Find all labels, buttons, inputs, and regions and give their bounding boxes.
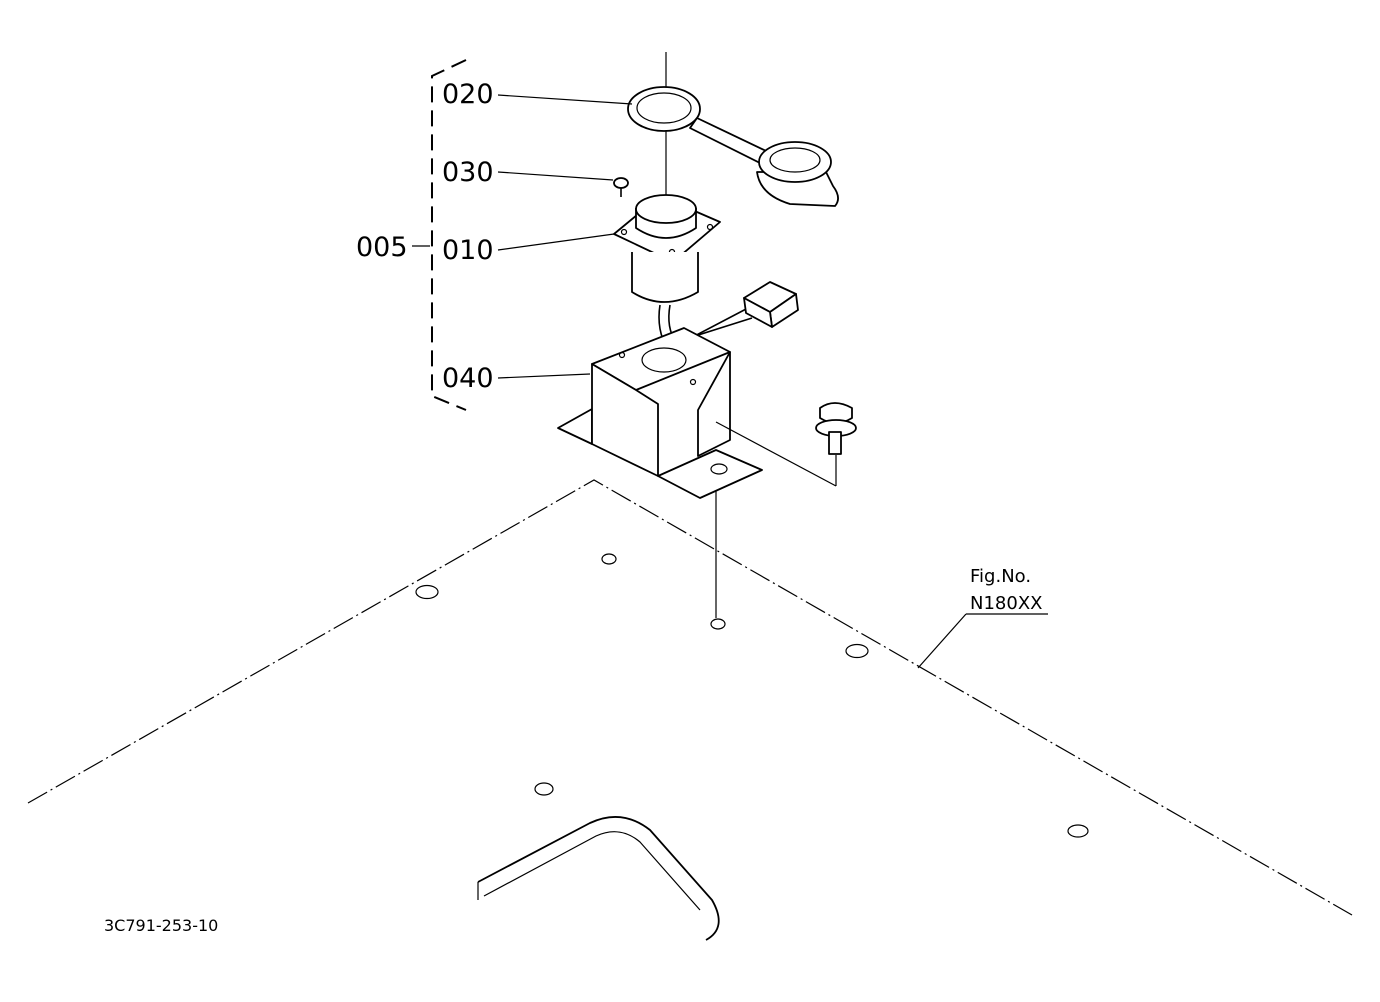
wire-harness — [658, 281, 799, 352]
base-panel — [27, 479, 1353, 941]
drawing-number: 3C791-253-10 — [104, 916, 218, 935]
panel-hole — [845, 643, 869, 659]
bracket-part — [557, 327, 763, 499]
sensor-part — [613, 194, 721, 303]
figure-ref-label: Fig.No. — [970, 566, 1031, 587]
panel-hole — [710, 618, 726, 630]
cap-strap-part — [627, 86, 839, 207]
figure-ref-number: N180XX — [970, 593, 1042, 614]
callout-005: 005 — [356, 232, 408, 263]
callout-020: 020 — [442, 79, 494, 110]
panel-hole — [1067, 824, 1089, 838]
panel-hole — [601, 553, 617, 565]
panel-hole — [415, 584, 439, 600]
callout-030: 030 — [442, 157, 494, 188]
bolt-part — [715, 402, 857, 487]
callout-010: 010 — [442, 235, 494, 266]
callout-040: 040 — [442, 363, 494, 394]
screw-part — [613, 177, 629, 197]
panel-hole — [534, 782, 554, 796]
